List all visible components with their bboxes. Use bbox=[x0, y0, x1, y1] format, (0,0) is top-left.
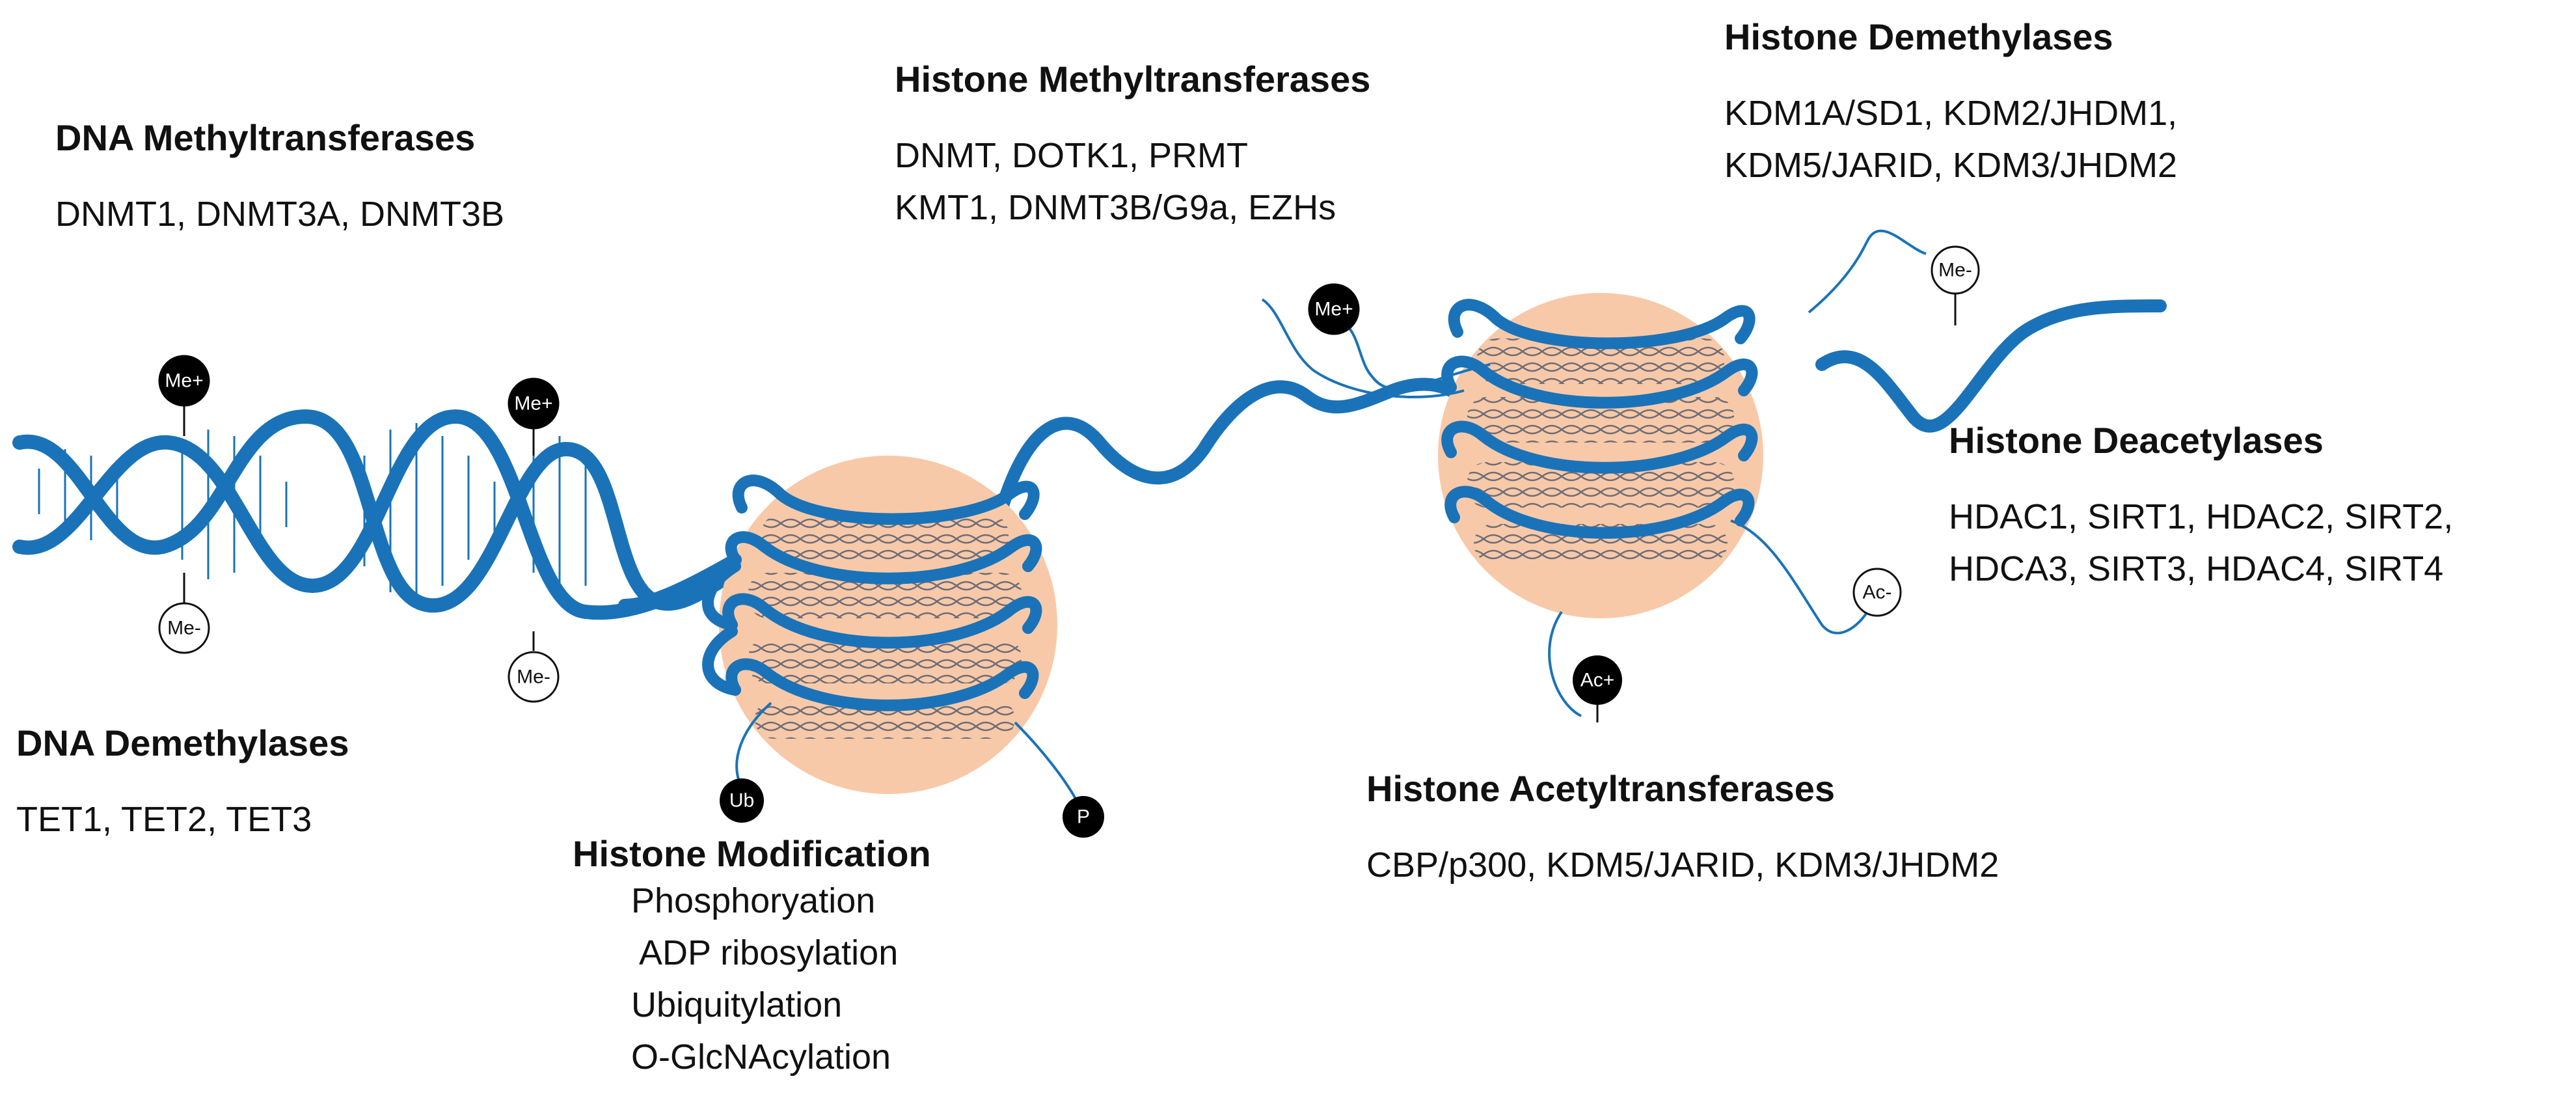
histone-methyltransferases-heading: Histone Methyltransferases bbox=[895, 59, 1371, 100]
histone-tails bbox=[735, 229, 1927, 808]
svg-text:Ac+: Ac+ bbox=[1580, 670, 1615, 691]
histone-acetyltransferases-group: Histone Acetyltransferases CBP/p300, KDM… bbox=[1366, 768, 1999, 891]
histone-deacetylases-group: Histone Deacetylases HDAC1, SIRT1, HDAC2… bbox=[1949, 420, 2453, 595]
histone-methyltransferases-group: Histone Methyltransferases DNMT, DOTK1, … bbox=[895, 59, 1370, 234]
dna-demethylases-heading: DNA Demethylases bbox=[16, 722, 349, 763]
svg-text:Ac-: Ac- bbox=[1863, 582, 1892, 603]
histone-demethylases-group: Histone Demethylases KDM1A/SD1, KDM2/JHD… bbox=[1724, 16, 2177, 191]
svg-text:P: P bbox=[1077, 806, 1090, 828]
histone-demethylases-line: KDM5/JARID, KDM3/JHDM2 bbox=[1724, 146, 2178, 185]
linker-dna bbox=[996, 377, 1457, 514]
phosphate-mark: P bbox=[1063, 796, 1104, 838]
svg-text:Me+: Me+ bbox=[165, 370, 203, 392]
svg-text:Me+: Me+ bbox=[514, 393, 552, 415]
dna-methyltransferases-heading: DNA Methyltransferases bbox=[55, 117, 476, 158]
ubiquitin-mark: Ub bbox=[720, 778, 764, 823]
mark-stems bbox=[183, 293, 1957, 722]
histone-acetyltransferases-heading: Histone Acetyltransferases bbox=[1366, 768, 1836, 809]
dna-methyltransferases-group: DNA Methyltransferases DNMT1, DNMT3A, DN… bbox=[55, 117, 504, 240]
histone-methyltransferases-line: KMT1, DNMT3B/G9a, EZHs bbox=[895, 188, 1336, 227]
histone-modification-item: ADP ribosylation bbox=[631, 933, 899, 972]
histone-demethylases-line: KDM1A/SD1, KDM2/JHDM1, bbox=[1724, 94, 2178, 133]
histone-deacetylases-line: HDAC1, SIRT1, HDAC2, SIRT2, bbox=[1949, 497, 2454, 536]
dna-demethylases-group: DNA Demethylases TET1, TET2, TET3 bbox=[16, 722, 349, 845]
histone-me-plus-mark: Me+ bbox=[1308, 283, 1360, 335]
histone-methyltransferases-line: DNMT, DOTK1, PRMT bbox=[895, 136, 1249, 175]
histone-demethylases-heading: Histone Demethylases bbox=[1724, 16, 2113, 57]
dna-strand-b bbox=[12, 409, 742, 620]
histone-modification-group: Histone Modification Phosphoryation ADP … bbox=[573, 833, 931, 1083]
histone-modification-item: O-GlcNAcylation bbox=[631, 1037, 891, 1077]
nucleosome-2 bbox=[1438, 293, 1763, 618]
me-minus-mark: Me- bbox=[508, 651, 560, 703]
histone-deacetylases-line: HDCA3, SIRT3, HDAC4, SIRT4 bbox=[1949, 549, 2444, 588]
me-minus-mark: Me- bbox=[158, 602, 210, 654]
acetyl-minus-mark: Ac- bbox=[1852, 568, 1902, 617]
svg-text:Ub: Ub bbox=[729, 790, 754, 812]
svg-text:Me-: Me- bbox=[1938, 260, 1972, 281]
svg-text:Me-: Me- bbox=[167, 618, 201, 639]
acetyl-plus-mark: Ac+ bbox=[1573, 655, 1622, 705]
svg-text:Me-: Me- bbox=[517, 666, 550, 688]
nucleosome-1 bbox=[618, 456, 1057, 794]
dna-methyltransferases-line: DNMT1, DNMT3A, DNMT3B bbox=[55, 195, 505, 234]
histone-deacetylases-heading: Histone Deacetylases bbox=[1949, 420, 2324, 461]
histone-modification-item: Ubiquitylation bbox=[631, 985, 843, 1024]
dna-double-helix bbox=[12, 409, 742, 620]
exit-dna bbox=[1815, 299, 2167, 433]
histone-acetyltransferases-line: CBP/p300, KDM5/JARID, KDM3/JHDM2 bbox=[1366, 845, 2000, 885]
histone-modification-item: Phosphoryation bbox=[631, 881, 876, 920]
histone-modification-heading: Histone Modification bbox=[573, 833, 931, 874]
svg-text:Me+: Me+ bbox=[1314, 299, 1353, 320]
me-plus-mark: Me+ bbox=[508, 377, 560, 430]
dna-strand-a bbox=[12, 409, 742, 613]
me-plus-mark: Me+ bbox=[158, 355, 210, 407]
histone-me-minus-mark: Me- bbox=[1931, 245, 1980, 295]
dna-demethylases-line: TET1, TET2, TET3 bbox=[16, 800, 312, 839]
